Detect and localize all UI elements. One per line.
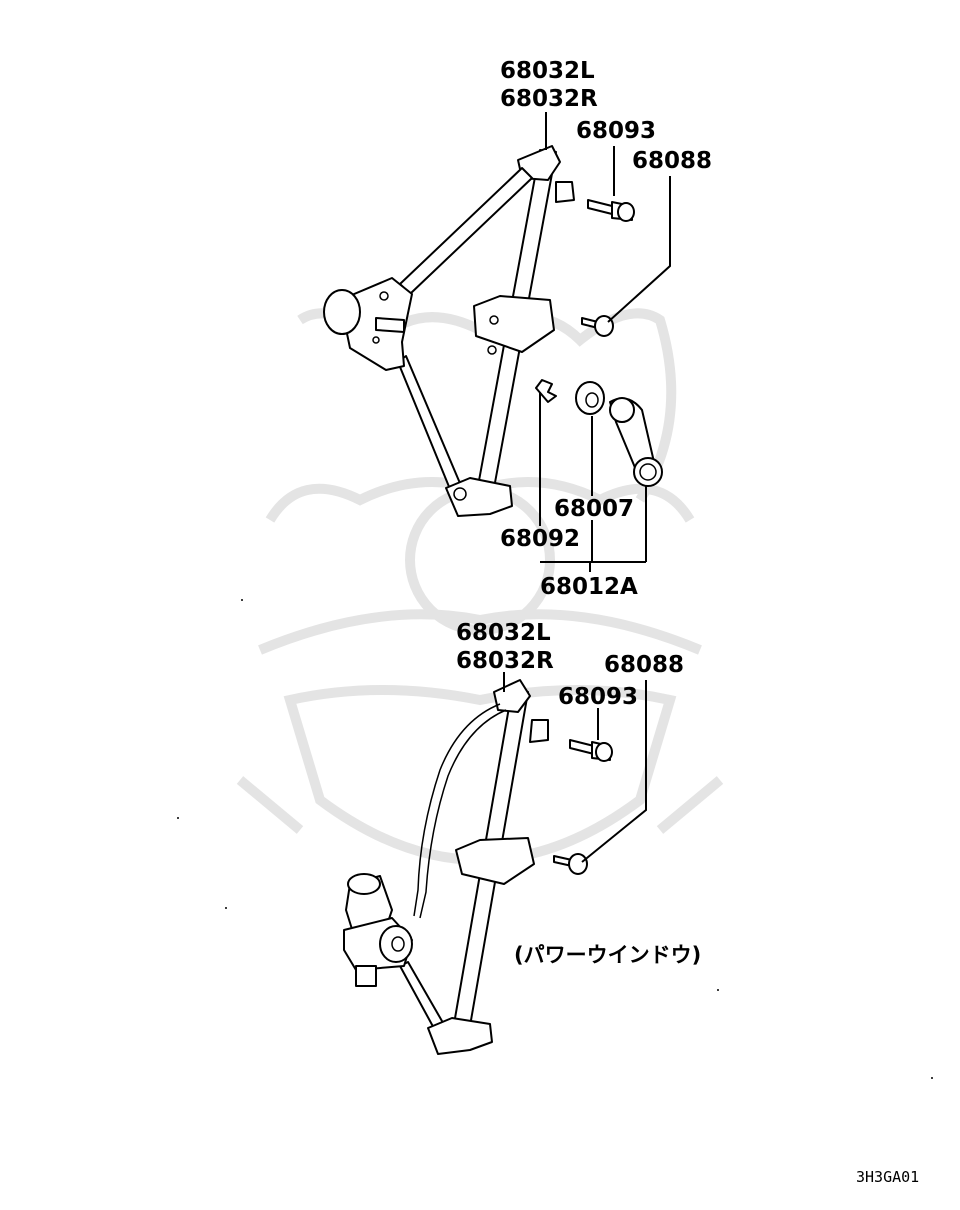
lower-screw-68088: [553, 853, 588, 875]
label-lower-68088: 68088: [604, 652, 684, 678]
scan-specks: [177, 599, 933, 1079]
upper-drum: [323, 289, 361, 335]
lower-sash-bracket: [427, 1017, 493, 1055]
upper-leader-lines: [539, 112, 671, 572]
lower-lower-arm: [399, 961, 447, 1033]
label-upper-68093: 68093: [576, 118, 656, 144]
diagram-code: 3H3GA01: [856, 1168, 919, 1186]
label-lower-68032R: 68032R: [456, 648, 554, 674]
label-upper-68032R: 68032R: [500, 86, 598, 112]
upper-lower-arm: [397, 355, 463, 495]
power-window-note: (パワーウインドウ): [514, 943, 701, 967]
clip-68092: [535, 379, 557, 403]
lower-mid-bracket: [455, 837, 535, 885]
lower-cable: [413, 703, 501, 917]
label-68092: 68092: [500, 526, 580, 552]
upper-lift-arm: [399, 167, 533, 295]
lower-bolt-68093: [569, 739, 613, 762]
label-upper-68088: 68088: [632, 148, 712, 174]
washer-68007: [575, 381, 605, 415]
upper-side-tab: [555, 181, 575, 203]
label-68012A: 68012A: [540, 574, 638, 600]
upper-mid-bracket: [473, 295, 555, 353]
lower-window-regulator: [343, 679, 549, 1055]
upper-shaft: [375, 317, 405, 333]
label-lower-68032L: 68032L: [456, 620, 551, 646]
window-crank-handle-68012A: [609, 397, 663, 487]
label-68007: 68007: [554, 496, 634, 522]
motor-connector: [355, 965, 377, 987]
upper-bolt-68093: [587, 199, 635, 222]
label-lower-68093: 68093: [558, 684, 638, 710]
lower-leader-lines: [503, 672, 647, 863]
upper-sash-bracket: [445, 477, 513, 517]
lower-drum: [379, 925, 413, 963]
upper-window-regulator: [323, 145, 575, 517]
label-upper-68032L: 68032L: [500, 58, 595, 84]
lower-side-tab: [529, 719, 549, 743]
watermark-emblem: [236, 308, 724, 866]
